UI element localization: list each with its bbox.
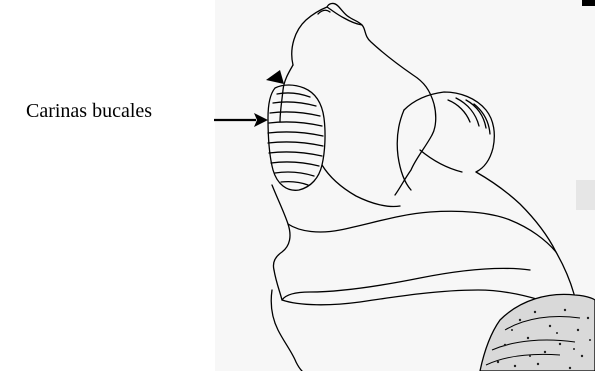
scan-corner-mark	[582, 0, 595, 6]
carinas-bucales-label: Carinas bucales	[26, 100, 152, 123]
scan-edge-shadow	[576, 180, 595, 210]
label-arrow-icon	[212, 110, 270, 130]
